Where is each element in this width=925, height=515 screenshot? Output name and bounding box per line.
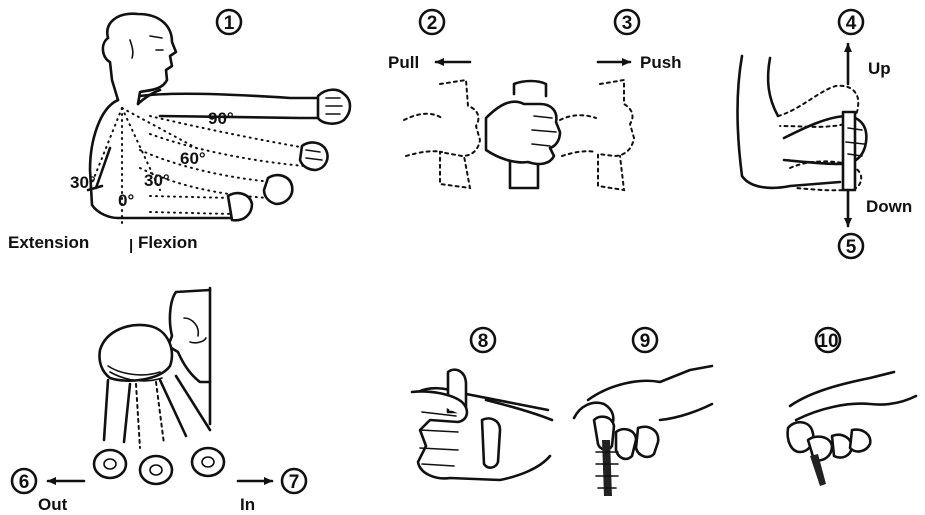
caption-push: Push (640, 53, 682, 72)
figure-hand-grip (412, 370, 552, 480)
figure-handle-push-pull (404, 80, 634, 190)
marker-label: 4 (846, 13, 857, 34)
angle-label-0: 0° (118, 191, 134, 210)
marker-label: 7 (289, 472, 300, 493)
marker-6: 6 (12, 469, 36, 493)
marker-5: 5 (839, 234, 863, 258)
figure-arm-rotation (94, 288, 224, 484)
marker-10: 10 (816, 328, 840, 352)
angle-label-60: 60° (180, 149, 206, 168)
angle-label-30-flexion: 30° (144, 171, 170, 190)
caption-in: In (240, 495, 255, 514)
marker-label: 8 (478, 331, 489, 352)
marker-label: 1 (224, 13, 235, 34)
marker-7: 7 (282, 469, 306, 493)
marker-1: 1 (217, 10, 241, 34)
caption-out: Out (38, 495, 68, 514)
marker-2: 2 (420, 10, 444, 34)
caption-flexion: Flexion (138, 233, 198, 252)
caption-extension: Extension (8, 233, 89, 252)
figure-hand-pinch (574, 366, 712, 496)
marker-label: 9 (640, 331, 651, 352)
angle-label-30-extension: 30° (70, 173, 96, 192)
figure-hand-key-pinch (788, 372, 916, 486)
caption-separator: | (129, 237, 133, 254)
caption-down: Down (866, 197, 912, 216)
marker-label: 2 (427, 13, 438, 34)
marker-8: 8 (471, 328, 495, 352)
caption-pull: Pull (388, 53, 419, 72)
marker-label: 5 (846, 237, 857, 258)
marker-label: 6 (19, 472, 30, 493)
marker-3: 3 (615, 10, 639, 34)
marker-label: 3 (622, 13, 633, 34)
marker-9: 9 (633, 328, 657, 352)
marker-label: 10 (817, 331, 838, 352)
caption-up: Up (868, 59, 891, 78)
marker-4: 4 (839, 10, 863, 34)
angle-label-90: 90° (208, 109, 234, 128)
